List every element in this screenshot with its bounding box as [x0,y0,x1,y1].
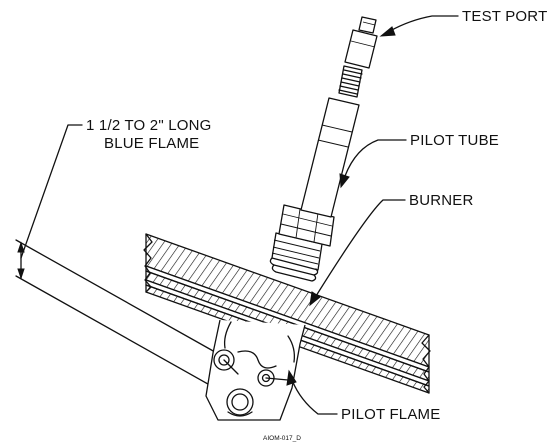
flame-length-label-line2: BLUE FLAME [104,135,199,152]
flame-length-dimension [17,124,83,280]
pilot-flame-label: PILOT FLAME [341,406,440,423]
test-port-label: TEST PORT [462,8,547,25]
dimension-arrow-top-icon [17,241,25,253]
burner-label: BURNER [409,192,474,209]
dimension-arrow-bottom-icon [17,268,25,280]
pilot-tube-assembly [269,16,378,282]
flame-extension-lines [15,239,216,389]
test-port-arrow-icon [379,26,396,37]
test-port-fitting [344,16,378,69]
pilot-tube-thread [338,65,363,98]
drawing-code: AIOM-017_D [263,435,301,442]
pilot-tube-arrow-icon [339,173,350,189]
burner-arrow-icon [309,291,321,307]
pilot-tube-label: PILOT TUBE [410,132,499,149]
pilot-burner-head [205,319,306,421]
pilot-flame-arrow-icon [286,369,297,386]
pilot-tube-shaft [300,97,360,218]
leader-lines [286,15,459,415]
flame-length-label-line1: 1 1/2 TO 2" LONG [86,117,212,134]
pilot-collar-threads [269,232,323,282]
